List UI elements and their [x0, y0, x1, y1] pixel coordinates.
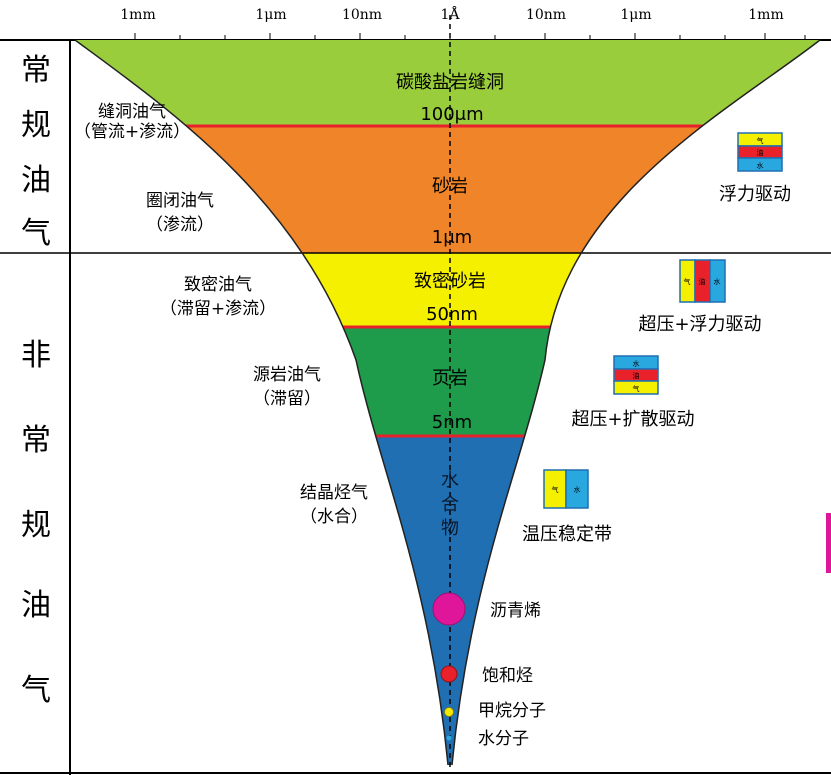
funnel	[75, 40, 820, 765]
methane-circle	[444, 707, 454, 717]
scale-ticks	[134, 33, 806, 40]
chip-label: 油	[699, 277, 706, 286]
zone-char: 规	[21, 108, 51, 143]
accumulation-mechanism: （管流+渗流）	[74, 122, 190, 142]
accumulation-type: 缝洞油气	[98, 102, 166, 122]
zone-char: 气	[21, 216, 51, 251]
edge-marker	[826, 513, 831, 573]
accumulation-type: 结晶烃气	[300, 483, 368, 503]
chip-label: 气	[633, 384, 640, 393]
layer-name-hydrate: 水合物	[441, 470, 459, 539]
drive-label-buoyancy: 浮力驱动	[719, 184, 791, 205]
layer-boundary-100um: 100μm	[420, 104, 483, 125]
accumulation-mechanism: （水合）	[300, 507, 368, 527]
layer-boundary-1um: 1μm	[432, 227, 472, 248]
layer-name-sandstone: 砂岩	[432, 176, 468, 197]
water-molecule-circle	[446, 735, 452, 741]
layer-band-sandstone	[75, 126, 820, 253]
layer-boundary-5nm: 5nm	[432, 412, 472, 433]
zone-char: 规	[21, 508, 51, 543]
scale-label-10nm-left: 10nm	[342, 7, 382, 23]
funnel-outline	[74, 39, 821, 766]
molecule-label-saturated: 饱和烃	[482, 666, 533, 686]
zone-char: 气	[21, 673, 51, 708]
chip-label: 气	[684, 277, 691, 286]
layer-band-carbonate	[75, 40, 820, 126]
fluid-stack-icon: 气 油 水	[737, 132, 783, 172]
layer-band-hydrate	[75, 436, 820, 765]
molecule-labels: 沥青烯 饱和烃 甲烷分子 水分子	[478, 601, 546, 749]
asphaltene-circle	[432, 592, 466, 626]
chip-label: 水	[714, 277, 721, 286]
zone-char: 油	[21, 588, 51, 623]
chip-label: 油	[633, 371, 640, 380]
accumulation-mechanism: （渗流）	[146, 215, 214, 235]
drive-label-stability-zone: 温压稳定带	[522, 524, 612, 545]
drive-label-overpressure-buoyancy: 超压+浮力驱动	[638, 314, 761, 335]
zone-char: 常	[21, 423, 51, 458]
chip-label: 油	[757, 148, 764, 157]
accumulation-type: 圈闭油气	[146, 191, 214, 211]
scale-label-1mm-right: 1mm	[748, 7, 783, 23]
zone-conventional: 常 规 油 气	[21, 53, 51, 251]
chip-label: 水	[633, 359, 640, 368]
gas-water-icon: 气 水	[543, 469, 589, 509]
accumulation-labels: 缝洞油气 （管流+渗流） 圈闭油气 （渗流） 致密油气 （滞留+渗流） 源岩油气…	[74, 102, 368, 527]
molecule-label-asphaltene: 沥青烯	[490, 601, 541, 621]
layer-name-shale: 页岩	[432, 368, 468, 389]
chip-label: 气	[757, 136, 764, 145]
chip-label: 气	[552, 485, 559, 494]
layer-name-tight-sandstone: 致密砂岩	[414, 271, 486, 292]
molecule-label-methane: 甲烷分子	[478, 701, 546, 721]
scale-label-1um-left: 1μm	[255, 7, 286, 23]
accumulation-type: 致密油气	[184, 275, 252, 295]
layer-name-carbonate: 碳酸盐岩缝洞	[396, 72, 504, 93]
scale-label-1um-right: 1μm	[620, 7, 651, 23]
molecule-label-water: 水分子	[478, 729, 529, 749]
accumulation-mechanism: （滞留+渗流）	[160, 299, 276, 319]
accumulation-mechanism: （滞留）	[253, 389, 321, 409]
layer-band-shale	[75, 327, 820, 436]
scale-label-angstrom: 1Å	[440, 5, 460, 23]
zone-unconventional: 非 常 规 油 气	[21, 338, 51, 708]
accumulation-type: 源岩油气	[253, 365, 321, 385]
layer-labels: 碳酸盐岩缝洞 100μm 砂岩 1μm 致密砂岩 50nm 页岩 5nm	[396, 72, 504, 433]
chip-label: 水	[574, 485, 581, 494]
zone-char: 常	[21, 53, 51, 88]
scale-label-10nm-right: 10nm	[526, 7, 566, 23]
fluid-stack-inverted-icon: 水 油 气	[613, 355, 659, 395]
saturated-hydrocarbon-circle	[440, 665, 458, 683]
scale-label-1mm-left: 1mm	[120, 7, 155, 23]
layer-boundary-50nm: 50nm	[426, 304, 478, 325]
chip-label: 水	[757, 161, 764, 170]
drive-label-overpressure-diffusion: 超压+扩散驱动	[571, 409, 694, 430]
zone-char: 非	[21, 338, 51, 373]
fluid-columns-icon: 气 油 水	[679, 259, 726, 303]
zone-char: 油	[21, 163, 51, 198]
scale-labels: 1mm 1μm 10nm 1Å 10nm 1μm 1mm	[120, 5, 783, 23]
